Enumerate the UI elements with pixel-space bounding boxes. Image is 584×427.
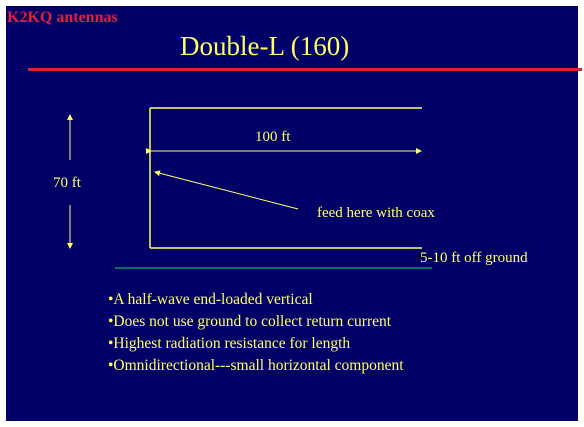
- feed-pointer-arrow: [154, 170, 299, 210]
- bullet-list: •A half-wave end-loaded vertical •Does n…: [108, 289, 404, 377]
- title-underline: [28, 68, 582, 71]
- bullet-item: •Omnidirectional---small horizontal comp…: [108, 357, 404, 374]
- bullet-item: •A half-wave end-loaded vertical: [108, 291, 313, 308]
- bullet-item: •Does not use ground to collect return c…: [108, 313, 392, 330]
- feed-point-label: feed here with coax: [317, 205, 435, 221]
- ground-clearance-label: 5-10 ft off ground: [420, 250, 528, 266]
- length-label: 100 ft: [255, 129, 291, 145]
- height-label: 70 ft: [53, 175, 81, 191]
- brand-label: K2KQ antennas: [7, 9, 118, 26]
- slide-background: [6, 6, 578, 421]
- bullet-item: •Highest radiation resistance for length: [108, 335, 351, 352]
- slide-title: Double-L (160): [180, 31, 350, 61]
